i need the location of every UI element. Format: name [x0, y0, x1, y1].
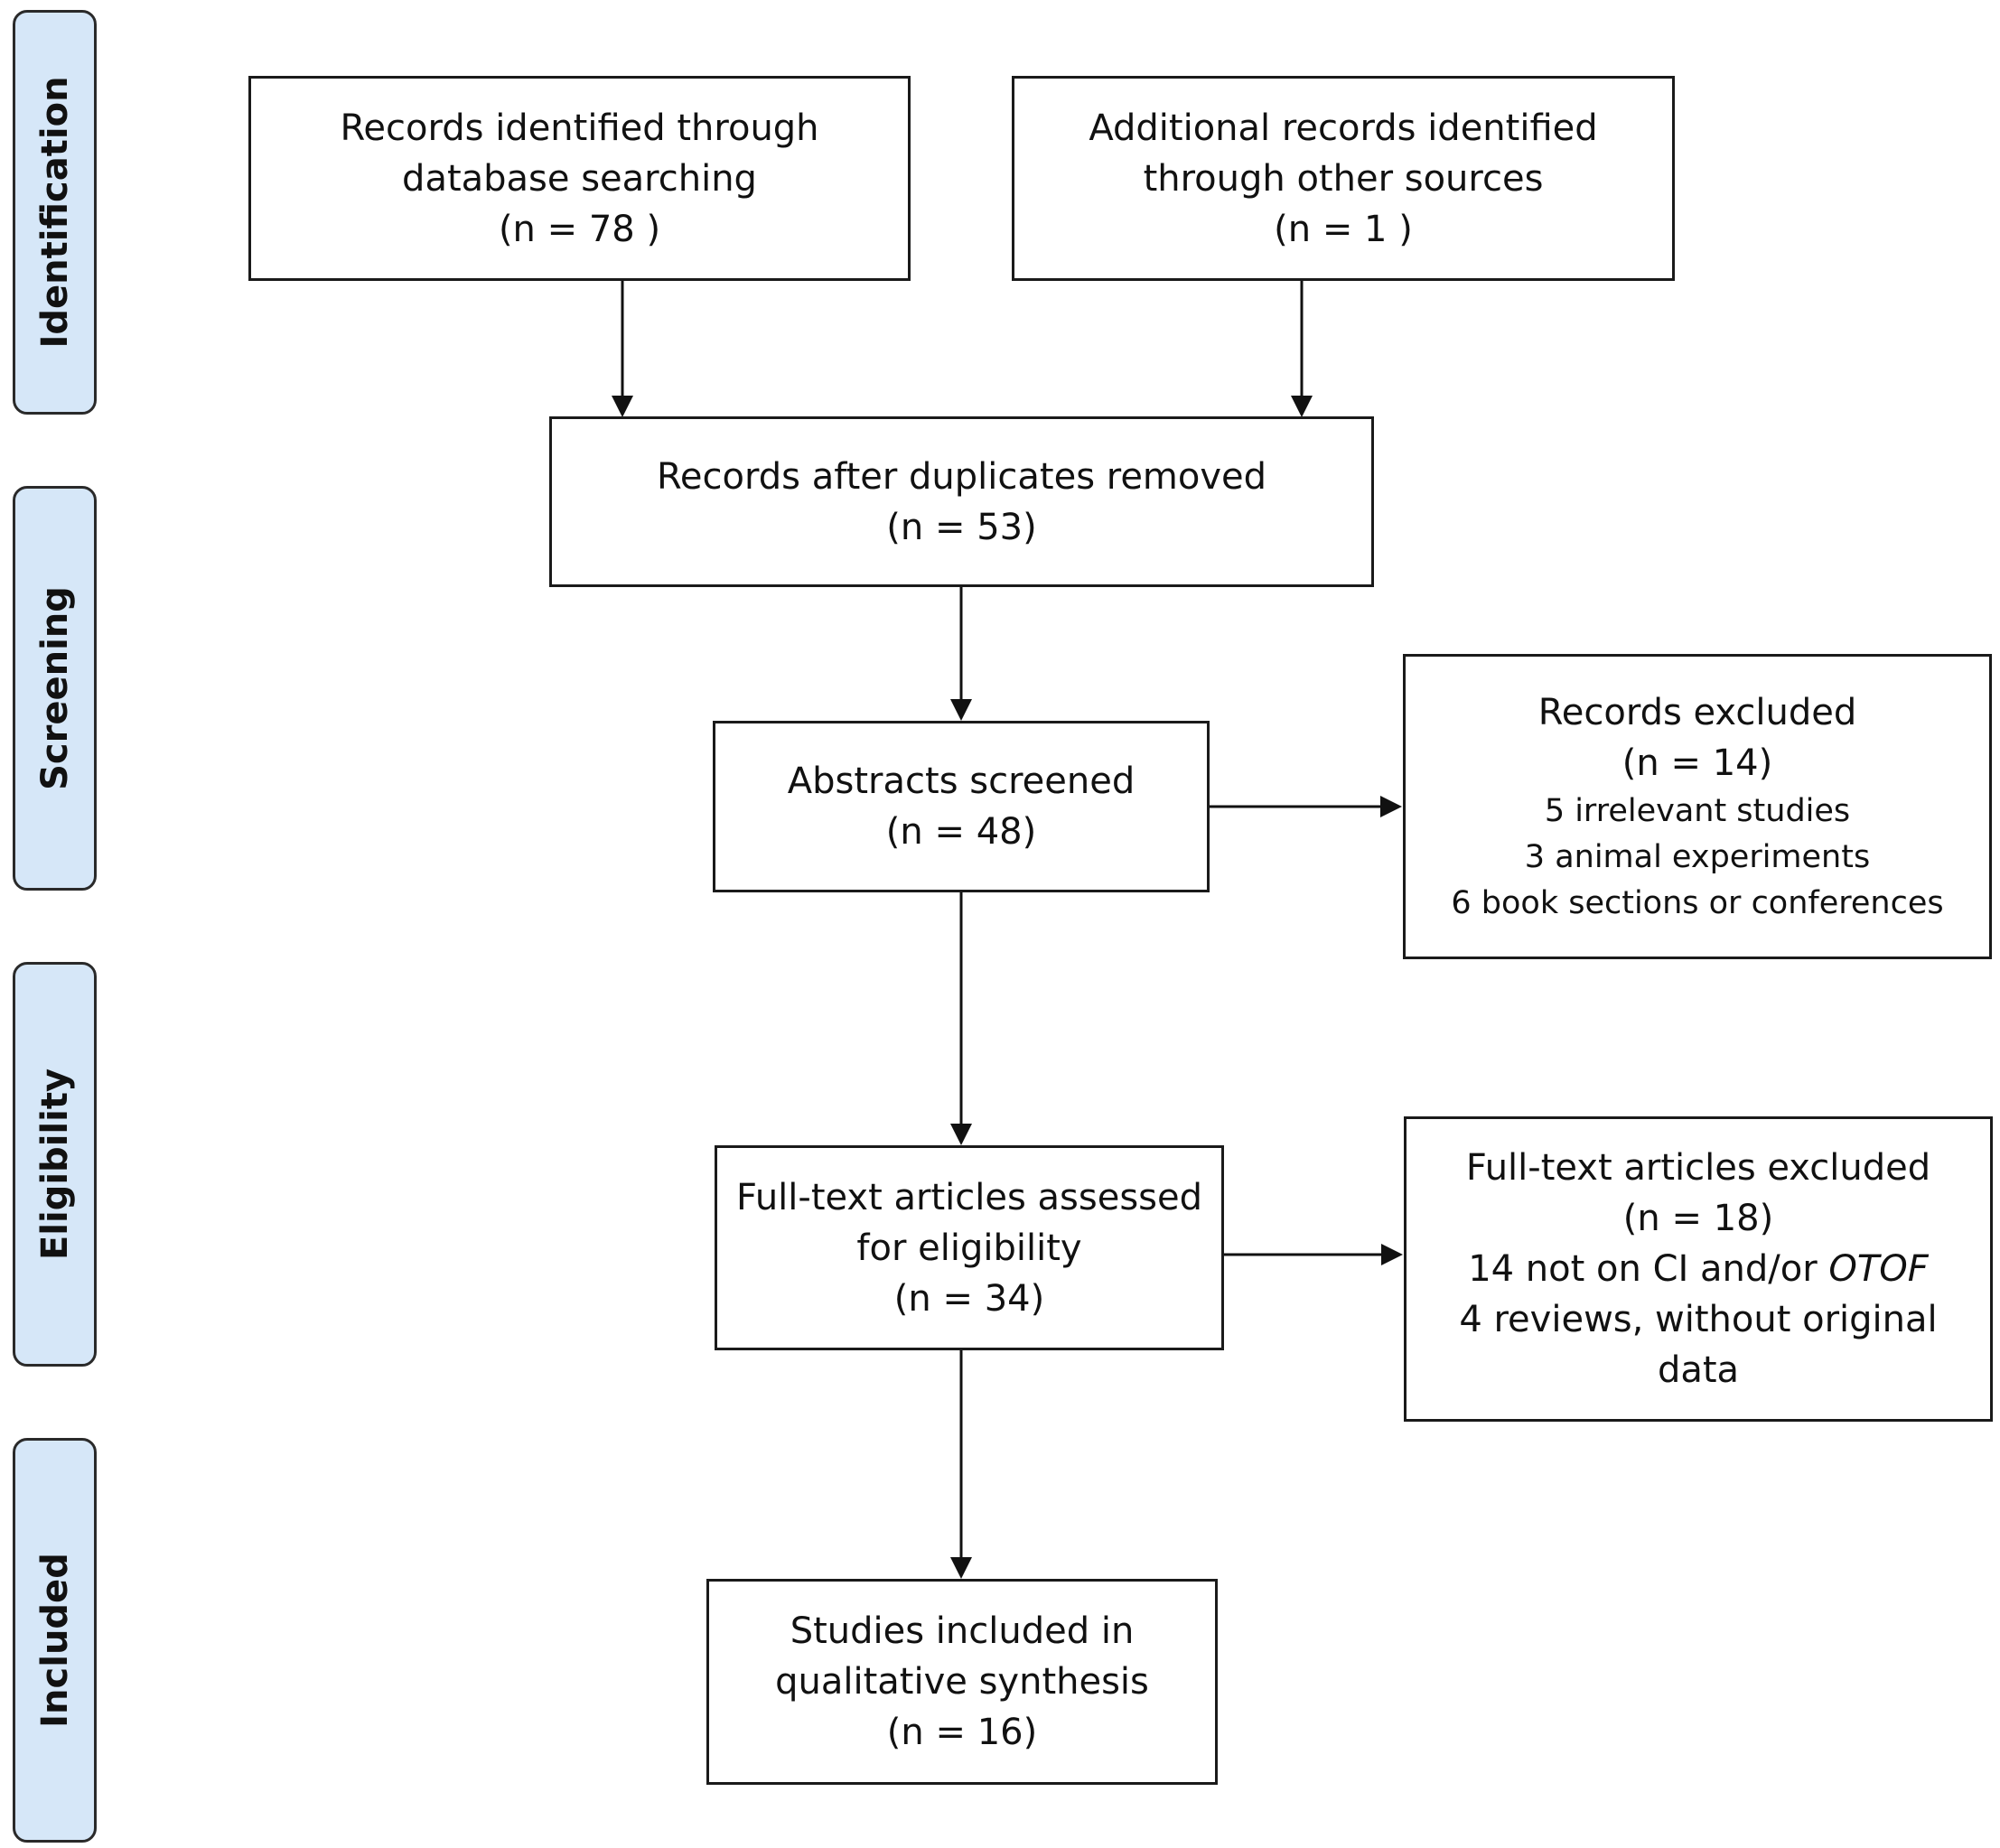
box-text-line: Full-text articles excluded: [1465, 1147, 1931, 1189]
box-count: (n = 53): [886, 506, 1037, 548]
exclusion-reason: 4 reviews, without original: [1459, 1299, 1938, 1340]
box-count: (n = 18): [1622, 1198, 1774, 1239]
exclusion-reason: 6 book sections or conferences: [1451, 884, 1944, 921]
phase-identification: Identification: [13, 10, 97, 415]
gene-name: OTOF: [1828, 1248, 1929, 1290]
exclusion-reason: data: [1657, 1349, 1740, 1391]
box-text-line: Full-text articles assessed: [736, 1176, 1202, 1218]
box-records-excluded: Records excluded (n = 14) 5 irrelevant s…: [1403, 654, 1992, 959]
box-full-text-assessed: Full-text articles assessed for eligibil…: [715, 1145, 1224, 1350]
box-text-line: qualitative synthesis: [775, 1661, 1149, 1703]
phase-screening: Screening: [13, 486, 97, 891]
phase-eligibility: Eligibility: [13, 962, 97, 1367]
box-text-line: Abstracts screened: [787, 761, 1136, 802]
phase-included: Included: [13, 1438, 97, 1843]
box-other-sources: Additional records identified through ot…: [1012, 76, 1675, 281]
exclusion-reason: 14 not on CI and/or OTOF: [1468, 1244, 1929, 1294]
box-text-line: Additional records identified: [1089, 107, 1598, 149]
box-count: (n = 34): [893, 1277, 1045, 1320]
box-count: (n = 78 ): [498, 208, 661, 250]
box-count: (n = 14): [1621, 742, 1773, 784]
box-after-duplicates: Records after duplicates removed (n = 53…: [549, 416, 1374, 587]
box-text-line: for eligibility: [856, 1227, 1082, 1269]
box-count: (n = 1 ): [1274, 208, 1413, 250]
box-included-studies: Studies included in qualitative synthesi…: [706, 1579, 1218, 1785]
box-text-line: through other sources: [1143, 157, 1544, 200]
box-text-line: Records identified through: [340, 107, 819, 149]
box-database-records: Records identified through database sear…: [248, 76, 911, 281]
exclusion-reason: 5 irrelevant studies: [1544, 792, 1851, 829]
box-text-line: Records excluded: [1537, 691, 1857, 733]
exclusion-reason: 3 animal experiments: [1524, 838, 1871, 875]
box-text-line: database searching: [402, 157, 757, 200]
box-text-line: Records after duplicates removed: [656, 455, 1267, 498]
box-count: (n = 16): [886, 1712, 1038, 1753]
box-count: (n = 48): [885, 811, 1037, 853]
box-abstracts-screened: Abstracts screened (n = 48): [713, 721, 1210, 892]
box-full-text-excluded: Full-text articles excluded (n = 18) 14 …: [1404, 1116, 1993, 1422]
exclusion-reason-text: 14 not on CI and/or: [1468, 1248, 1829, 1290]
box-text-line: Studies included in: [790, 1610, 1135, 1652]
